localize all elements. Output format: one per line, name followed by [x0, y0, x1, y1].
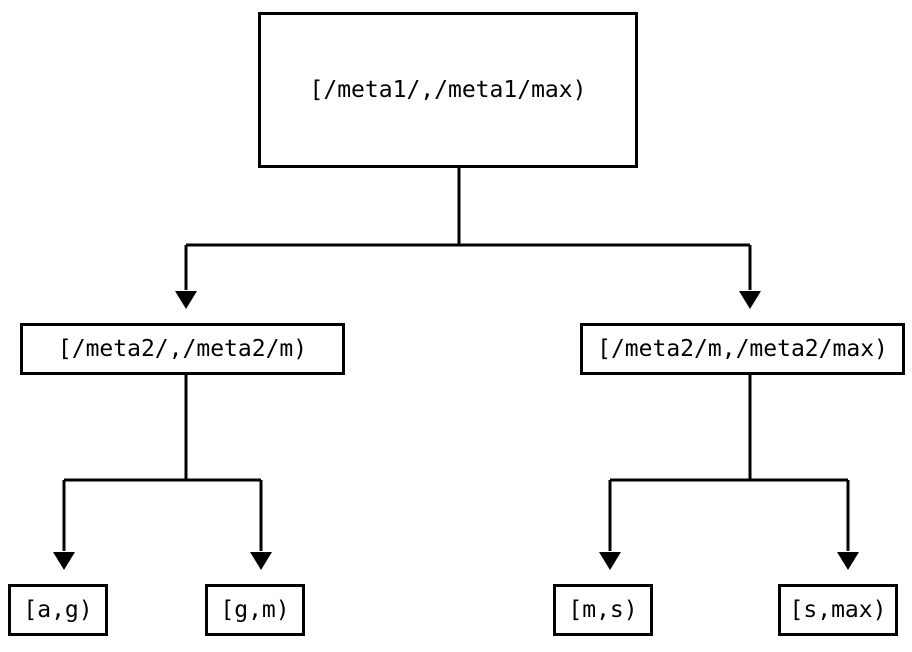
node-mid-left[interactable]: [/meta2/,/meta2/m)	[20, 323, 345, 375]
node-leaf-2[interactable]: [g,m)	[205, 584, 305, 636]
arrowhead-to-leaf-1	[53, 552, 75, 570]
node-leaf-2-label: [g,m)	[220, 597, 290, 623]
arrowhead-to-mid-left	[175, 291, 197, 309]
arrowhead-to-mid-right	[739, 291, 761, 309]
node-root-label: [/meta1/,/meta1/max)	[309, 77, 587, 103]
node-mid-right-label: [/meta2/m,/meta2/max)	[597, 336, 888, 362]
arrowhead-to-leaf-2	[250, 552, 272, 570]
node-mid-right[interactable]: [/meta2/m,/meta2/max)	[580, 323, 905, 375]
node-mid-left-label: [/meta2/,/meta2/m)	[57, 336, 308, 362]
node-leaf-1-label: [a,g)	[23, 597, 93, 623]
arrowhead-to-leaf-3	[599, 552, 621, 570]
node-root[interactable]: [/meta1/,/meta1/max)	[258, 12, 638, 168]
node-leaf-3-label: [m,s)	[568, 597, 638, 623]
node-leaf-1[interactable]: [a,g)	[8, 584, 108, 636]
node-leaf-3[interactable]: [m,s)	[553, 584, 653, 636]
arrowhead-to-leaf-4	[837, 552, 859, 570]
node-leaf-4-label: [s,max)	[789, 597, 887, 623]
node-leaf-4[interactable]: [s,max)	[778, 584, 898, 636]
